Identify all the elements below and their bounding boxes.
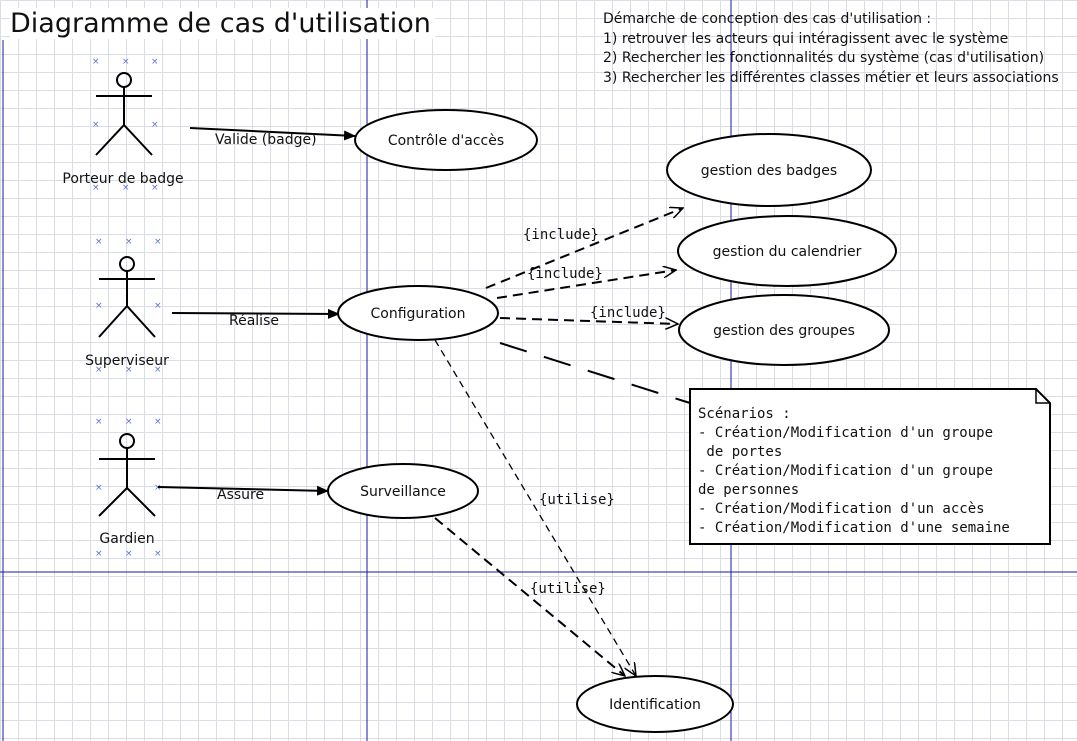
dependency-include-badges[interactable]: {include} <box>485 208 683 289</box>
page-title: Diagramme de cas d'utilisation <box>10 8 435 39</box>
dependency-label: {include} <box>590 305 666 321</box>
step-item: 1) retrouver les acteurs qui intéragisse… <box>603 30 1009 47</box>
use-case-configuration[interactable]: Configuration <box>337 285 499 341</box>
association-realise[interactable]: Réalise <box>171 308 340 329</box>
handle-mark: × <box>151 57 159 67</box>
dependency-label: {include} <box>523 227 599 243</box>
dependency-utilise-surveillance[interactable]: {utilise} <box>434 517 625 676</box>
actor-label: Gardien <box>99 531 154 547</box>
use-case-identification[interactable]: Identification <box>576 675 734 733</box>
actor-superviseur[interactable]: Superviseur <box>85 256 169 369</box>
note-anchor-line <box>499 342 691 404</box>
handle-mark: × <box>154 301 162 311</box>
association-label: Valide (badge) <box>215 132 317 148</box>
handle-mark: × <box>154 483 162 493</box>
use-case-surveillance[interactable]: Surveillance <box>327 463 479 519</box>
use-case-label: Configuration <box>371 306 466 322</box>
scenarios-note[interactable]: Scénarios : - Création/Modification d'un… <box>689 388 1051 545</box>
handle-mark: × <box>125 365 133 375</box>
use-case-gestion-badges[interactable]: gestion des badges <box>666 133 872 207</box>
handle-mark: × <box>125 237 133 247</box>
use-case-label: Identification <box>609 697 701 713</box>
handle-mark: × <box>151 120 159 130</box>
handle-mark: × <box>95 483 103 493</box>
actor-gardien[interactable]: Gardien <box>98 433 156 547</box>
use-case-label: gestion des groupes <box>713 323 855 339</box>
association-valide[interactable]: Valide (badge) <box>189 127 356 148</box>
design-steps: Démarche de conception des cas d'utilisa… <box>603 10 1077 88</box>
dependency-label: {utilise} <box>530 581 606 597</box>
handle-mark: × <box>122 57 130 67</box>
handle-mark: × <box>122 183 130 193</box>
handle-mark: × <box>92 183 100 193</box>
handle-mark: × <box>154 365 162 375</box>
step-item: 3) Rechercher les différentes classes mé… <box>603 69 1059 86</box>
association-label: Réalise <box>229 313 279 329</box>
note-line: - Création/Modification d'un accès <box>698 501 985 517</box>
note-line: de personnes <box>698 482 799 498</box>
note-line: - Création/Modification d'une semaine <box>698 520 1010 536</box>
handle-mark: × <box>95 301 103 311</box>
handle-mark: × <box>92 120 100 130</box>
association-assure[interactable]: Assure <box>157 485 329 503</box>
actor-label: Porteur de badge <box>62 171 183 187</box>
dependency-utilise-configuration[interactable]: {utilise} <box>434 339 636 676</box>
association-label: Assure <box>217 487 264 503</box>
use-case-gestion-groupes[interactable]: gestion des groupes <box>678 294 890 366</box>
stick-figure-icon <box>95 72 153 156</box>
actor-porteur-de-badge[interactable]: Porteur de badge <box>62 72 184 187</box>
use-case-label: Contrôle d'accès <box>388 133 504 149</box>
handle-mark: × <box>151 183 159 193</box>
selection-handles: × × × × × × × × × × × × × × × × × × × × … <box>92 57 162 559</box>
handle-mark: × <box>95 237 103 247</box>
use-case-label: Surveillance <box>360 484 446 500</box>
handle-mark: × <box>154 237 162 247</box>
handle-mark: × <box>95 417 103 427</box>
dependency-label: {utilise} <box>539 492 615 508</box>
dependency-include-calendrier[interactable]: {include} <box>496 266 676 299</box>
dependency-include-groupes[interactable]: {include} <box>499 305 678 324</box>
note-line: Scénarios : <box>698 406 791 422</box>
handle-mark: × <box>154 549 162 559</box>
stick-figure-icon <box>98 433 156 517</box>
use-case-label: gestion du calendrier <box>713 244 862 260</box>
handle-mark: × <box>92 57 100 67</box>
handle-mark: × <box>95 365 103 375</box>
step-item: 2) Rechercher les fonctionnalités du sys… <box>603 50 1045 66</box>
handle-mark: × <box>125 417 133 427</box>
dependency-label: {include} <box>527 266 603 282</box>
handle-mark: × <box>154 417 162 427</box>
note-line: - Création/Modification d'un groupe <box>698 463 993 479</box>
stick-figure-icon <box>98 256 156 338</box>
steps-heading: Démarche de conception des cas d'utilisa… <box>603 11 932 27</box>
handle-mark: × <box>125 549 133 559</box>
actor-label: Superviseur <box>85 353 169 369</box>
note-line: - Création/Modification d'un groupe <box>698 425 993 441</box>
note-line: de portes <box>698 444 782 460</box>
handle-mark: × <box>95 549 103 559</box>
use-case-controle-acces[interactable]: Contrôle d'accès <box>354 109 538 171</box>
use-case-gestion-calendrier[interactable]: gestion du calendrier <box>677 215 897 287</box>
use-case-label: gestion des badges <box>701 163 837 179</box>
